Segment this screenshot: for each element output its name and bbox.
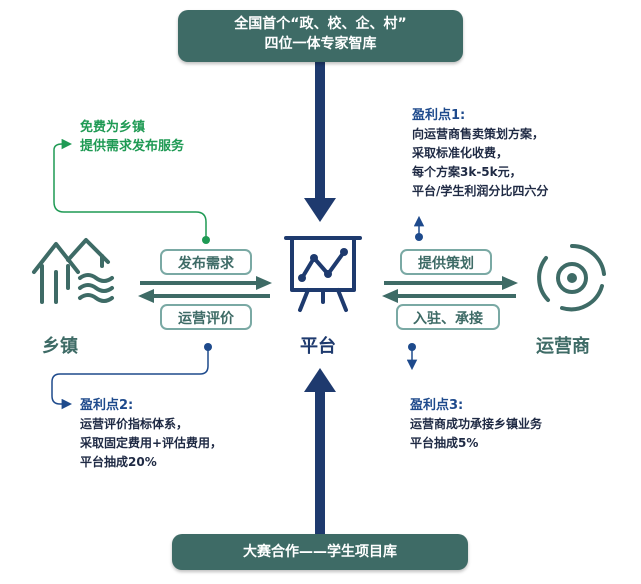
publish-demand-label: 发布需求 [160,249,252,275]
student-project-box: 大赛合作——学生项目库 [172,534,468,570]
profit1-title: 盈利点1: [412,108,466,123]
village-node: 乡镇 [24,232,134,362]
profit1-line: 平台/学生利润分比四六分 [412,184,549,198]
operation-eval-label: 运营评价 [160,304,252,330]
arrow-center-to-right [384,276,518,290]
free-service-line2: 提供需求发布服务 [80,139,185,154]
profit1-line: 向运营商售卖策划方案， [412,127,545,141]
profit2-line: 运营评价指标体系， [80,417,189,431]
arrow-down-from-top [304,62,336,222]
profit-point-3: 盈利点3: 运营商成功承接乡镇业务 平台抽成5% [410,396,542,453]
arrow-center-to-left [138,289,270,303]
green-connector [53,138,210,244]
settle-undertake-label: 入驻、承接 [396,304,500,330]
arrow-right-to-center [382,289,516,303]
top-box-line1: 全国首个“政、校、企、村” [234,16,407,32]
arrow-left-to-center [140,276,272,290]
blue-connector-profit1 [413,215,425,241]
top-box-line2: 四位一体专家智库 [264,36,377,52]
operator-label: 运营商 [536,336,590,357]
profit2-line: 采取固定费用+评估费用， [80,436,223,450]
platform-node: 平台 [278,232,368,362]
village-label: 乡镇 [42,336,78,357]
arrow-up-from-bottom [304,368,336,534]
profit2-line: 平台抽成20% [80,455,157,469]
profit3-line: 运营商成功承接乡镇业务 [410,417,543,431]
profit3-title: 盈利点3: [410,398,464,413]
operator-icon [537,243,606,312]
blue-connector-profit2 [51,343,212,410]
profit3-line: 平台抽成5% [410,436,479,450]
platform-label: 平台 [300,336,336,357]
operator-node: 运营商 [522,240,622,362]
blue-connector-profit3 [406,343,418,371]
profit-point-1: 盈利点1: 向运营商售卖策划方案， 采取标准化收费， 每个方案3k-5k元， 平… [412,106,548,201]
free-service-line1: 免费为乡镇 [80,120,146,135]
expert-think-tank-box: 全国首个“政、校、企、村” 四位一体专家智库 [178,10,463,62]
chart-board-icon [284,236,362,312]
profit2-title: 盈利点2: [80,398,134,413]
profit1-line: 每个方案3k-5k元， [412,165,522,179]
provide-plan-label: 提供策划 [400,249,492,275]
village-icon [32,238,114,304]
free-service-note: 免费为乡镇 提供需求发布服务 [80,118,184,156]
profit1-line: 采取标准化收费， [412,146,509,160]
profit-point-2: 盈利点2: 运营评价指标体系， 采取固定费用+评估费用， 平台抽成20% [80,396,222,472]
